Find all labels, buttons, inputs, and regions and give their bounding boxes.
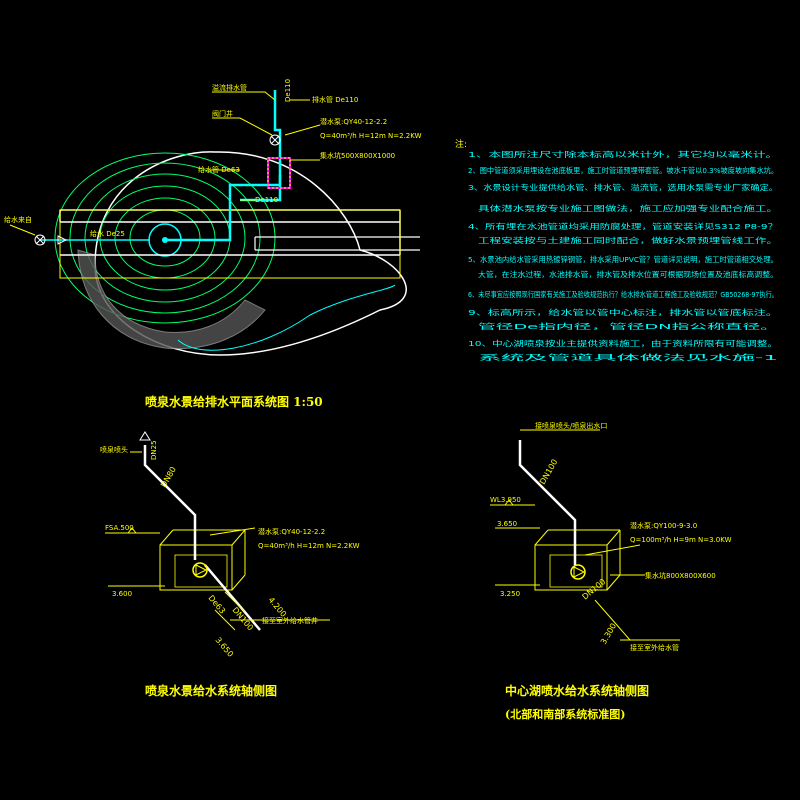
label-nozzle-pipe: 给水 De25 — [90, 229, 125, 238]
note-line: 2、图中管道须采用埋设在池底板里，施工时管道预埋带套管。坡水干管以0.3%坡度坡… — [468, 166, 778, 175]
plan-view: 溢流排水管 阀门井 De110 排水管 De110 潜水泵:QY40-12-2.… — [4, 79, 422, 409]
label-level-c-right: 3.300 — [599, 622, 618, 646]
label-wl: WL3.950 — [490, 496, 521, 504]
label-pump-spec-left: 潜水泵:QY40-12-2.2 — [258, 527, 325, 536]
label-pipe-note-left: 接至室外给水管井 — [262, 616, 318, 625]
label-level-b: 4.200 — [266, 596, 288, 619]
label-level-a-right: 3.650 — [497, 520, 517, 528]
note-line: 6、未尽事宜应按照现行国家有关施工及验收规范执行？给水排水管道工程施工及验收规范… — [468, 290, 778, 299]
label-level-c: 3.650 — [213, 636, 235, 659]
labels-left: 喷泉喷头 DN25 DN80 FSA.500 3.600 潜水泵:QY40-12… — [100, 440, 360, 658]
gravel-ring — [77, 249, 266, 350]
label-level-b-right: 3.250 — [500, 590, 520, 598]
note-line: 5、水景池内给水管采用热镀锌钢管，排水采用UPVC管？管道详见说明，施工时管道相… — [468, 255, 778, 264]
note-line: 4、所有埋在水池管道均采用防腐处理，管道安装详见S312 P8-9？ — [468, 222, 778, 231]
axonometric-left: 喷泉喷头 DN25 DN80 FSA.500 3.600 潜水泵:QY40-12… — [100, 431, 360, 698]
note-line: 管径De指内径，管径DN指公称直径。 — [478, 322, 778, 331]
axonometric-right: 接喷泉喷头/喷泉出水口 DN100 WL3.950 3.650 潜水泵:QY10… — [490, 421, 732, 721]
note-line: 具体潜水泵按专业施工图做法，施工应加强专业配合施工。 — [478, 204, 778, 213]
label-dn80: DN80 — [159, 465, 178, 489]
label-level-a: 3.600 — [112, 590, 132, 598]
pipes-right — [518, 440, 577, 565]
note-line: 大管，在注水过程，水池排水管，排水管及排水位置可根据现场位置及池底标高调整。 — [478, 270, 778, 279]
axo-left-title: 喷泉水景给水系统轴侧图 — [145, 683, 277, 698]
leader-lines — [9, 91, 321, 236]
notes-list: 1、本图所注尺寸除本标高以米计外，其它均以毫米计。 2、图中管道须采用埋设在池底板… — [468, 150, 778, 362]
notes-block: 注: 1、本图所注尺寸除本标高以米计外，其它均以毫米计。 2、图中管道须采用埋设在… — [455, 138, 778, 362]
label-drain: 排水管 De110 — [312, 95, 358, 104]
inner-channel — [254, 236, 420, 251]
label-pump-params: Q=40m³/h H=12m N=2.2KW — [320, 132, 422, 140]
label-de110-vertical: De110 — [284, 79, 292, 102]
label-inlet-pipe: 给水管 De63 — [198, 165, 240, 174]
axo-right-subtitle: (北部和南部系统标准图) — [505, 707, 625, 721]
valve-icon — [34, 134, 281, 246]
outer-channel — [177, 284, 396, 351]
pipes-left — [143, 445, 261, 631]
label-fsa: FSA.500 — [105, 524, 134, 532]
label-supply: 给水来自 — [4, 215, 32, 224]
pit-box-right — [534, 544, 608, 591]
label-pump-spec: 潜水泵:QY40-12-2.2 — [320, 117, 387, 126]
label-valve: 阀门井 — [212, 109, 233, 118]
label-dn100-right: DN100 — [538, 458, 560, 486]
label-pump-params-right: Q=100m³/h H=9m N=3.0KW — [630, 536, 732, 544]
note-line: 1、本图所注尺寸除本标高以米计外，其它均以毫米计。 — [468, 150, 778, 159]
nozzle-icon — [139, 431, 151, 441]
label-nozzle: 喷泉喷头 — [100, 445, 128, 454]
note-line: 系统及管道具体做法见水施-1 — [478, 353, 778, 362]
label-overflow: 溢流排水管 — [212, 83, 247, 92]
label-de25: DN25 — [150, 440, 158, 460]
note-line: 9、标高所示，给水管以管中心标注，排水管以管底标注。 — [468, 308, 778, 317]
note-line: 3、水景设计专业提供给水管、排水管、溢流管，选用水泵需专业厂家确定。 — [468, 183, 778, 192]
label-return-pipe: De110 — [255, 196, 278, 204]
notes-header: 注: — [455, 138, 467, 150]
note-line: 工程安装按与土建施工同时配合，做好水景预埋管线工作。 — [478, 236, 778, 245]
label-dn100b-right: DN100 — [581, 577, 608, 602]
label-pump-spec-right: 潜水泵:QY100-9-3.0 — [630, 521, 697, 530]
plan-title: 喷泉水景给排水平面系统图 1:50 — [145, 394, 323, 409]
axo-right-title: 中心湖喷水给水系统轴侧图 — [505, 683, 649, 698]
label-pump-pit: 集水坑500X800X1000 — [320, 151, 395, 160]
label-pit-right: 集水坑800X800X600 — [645, 571, 716, 580]
label-top-note: 接喷泉喷头/喷泉出水口 — [535, 421, 607, 430]
note-line: 10、中心湖喷泉按业主提供资料施工，由于资料所限有可能调整。 — [468, 339, 778, 348]
label-pump-params-left: Q=40m³/h H=12m N=2.2KW — [258, 542, 360, 550]
supply-pipes — [40, 90, 282, 242]
label-pipe-note-right: 接至室外给水管 — [630, 643, 679, 652]
